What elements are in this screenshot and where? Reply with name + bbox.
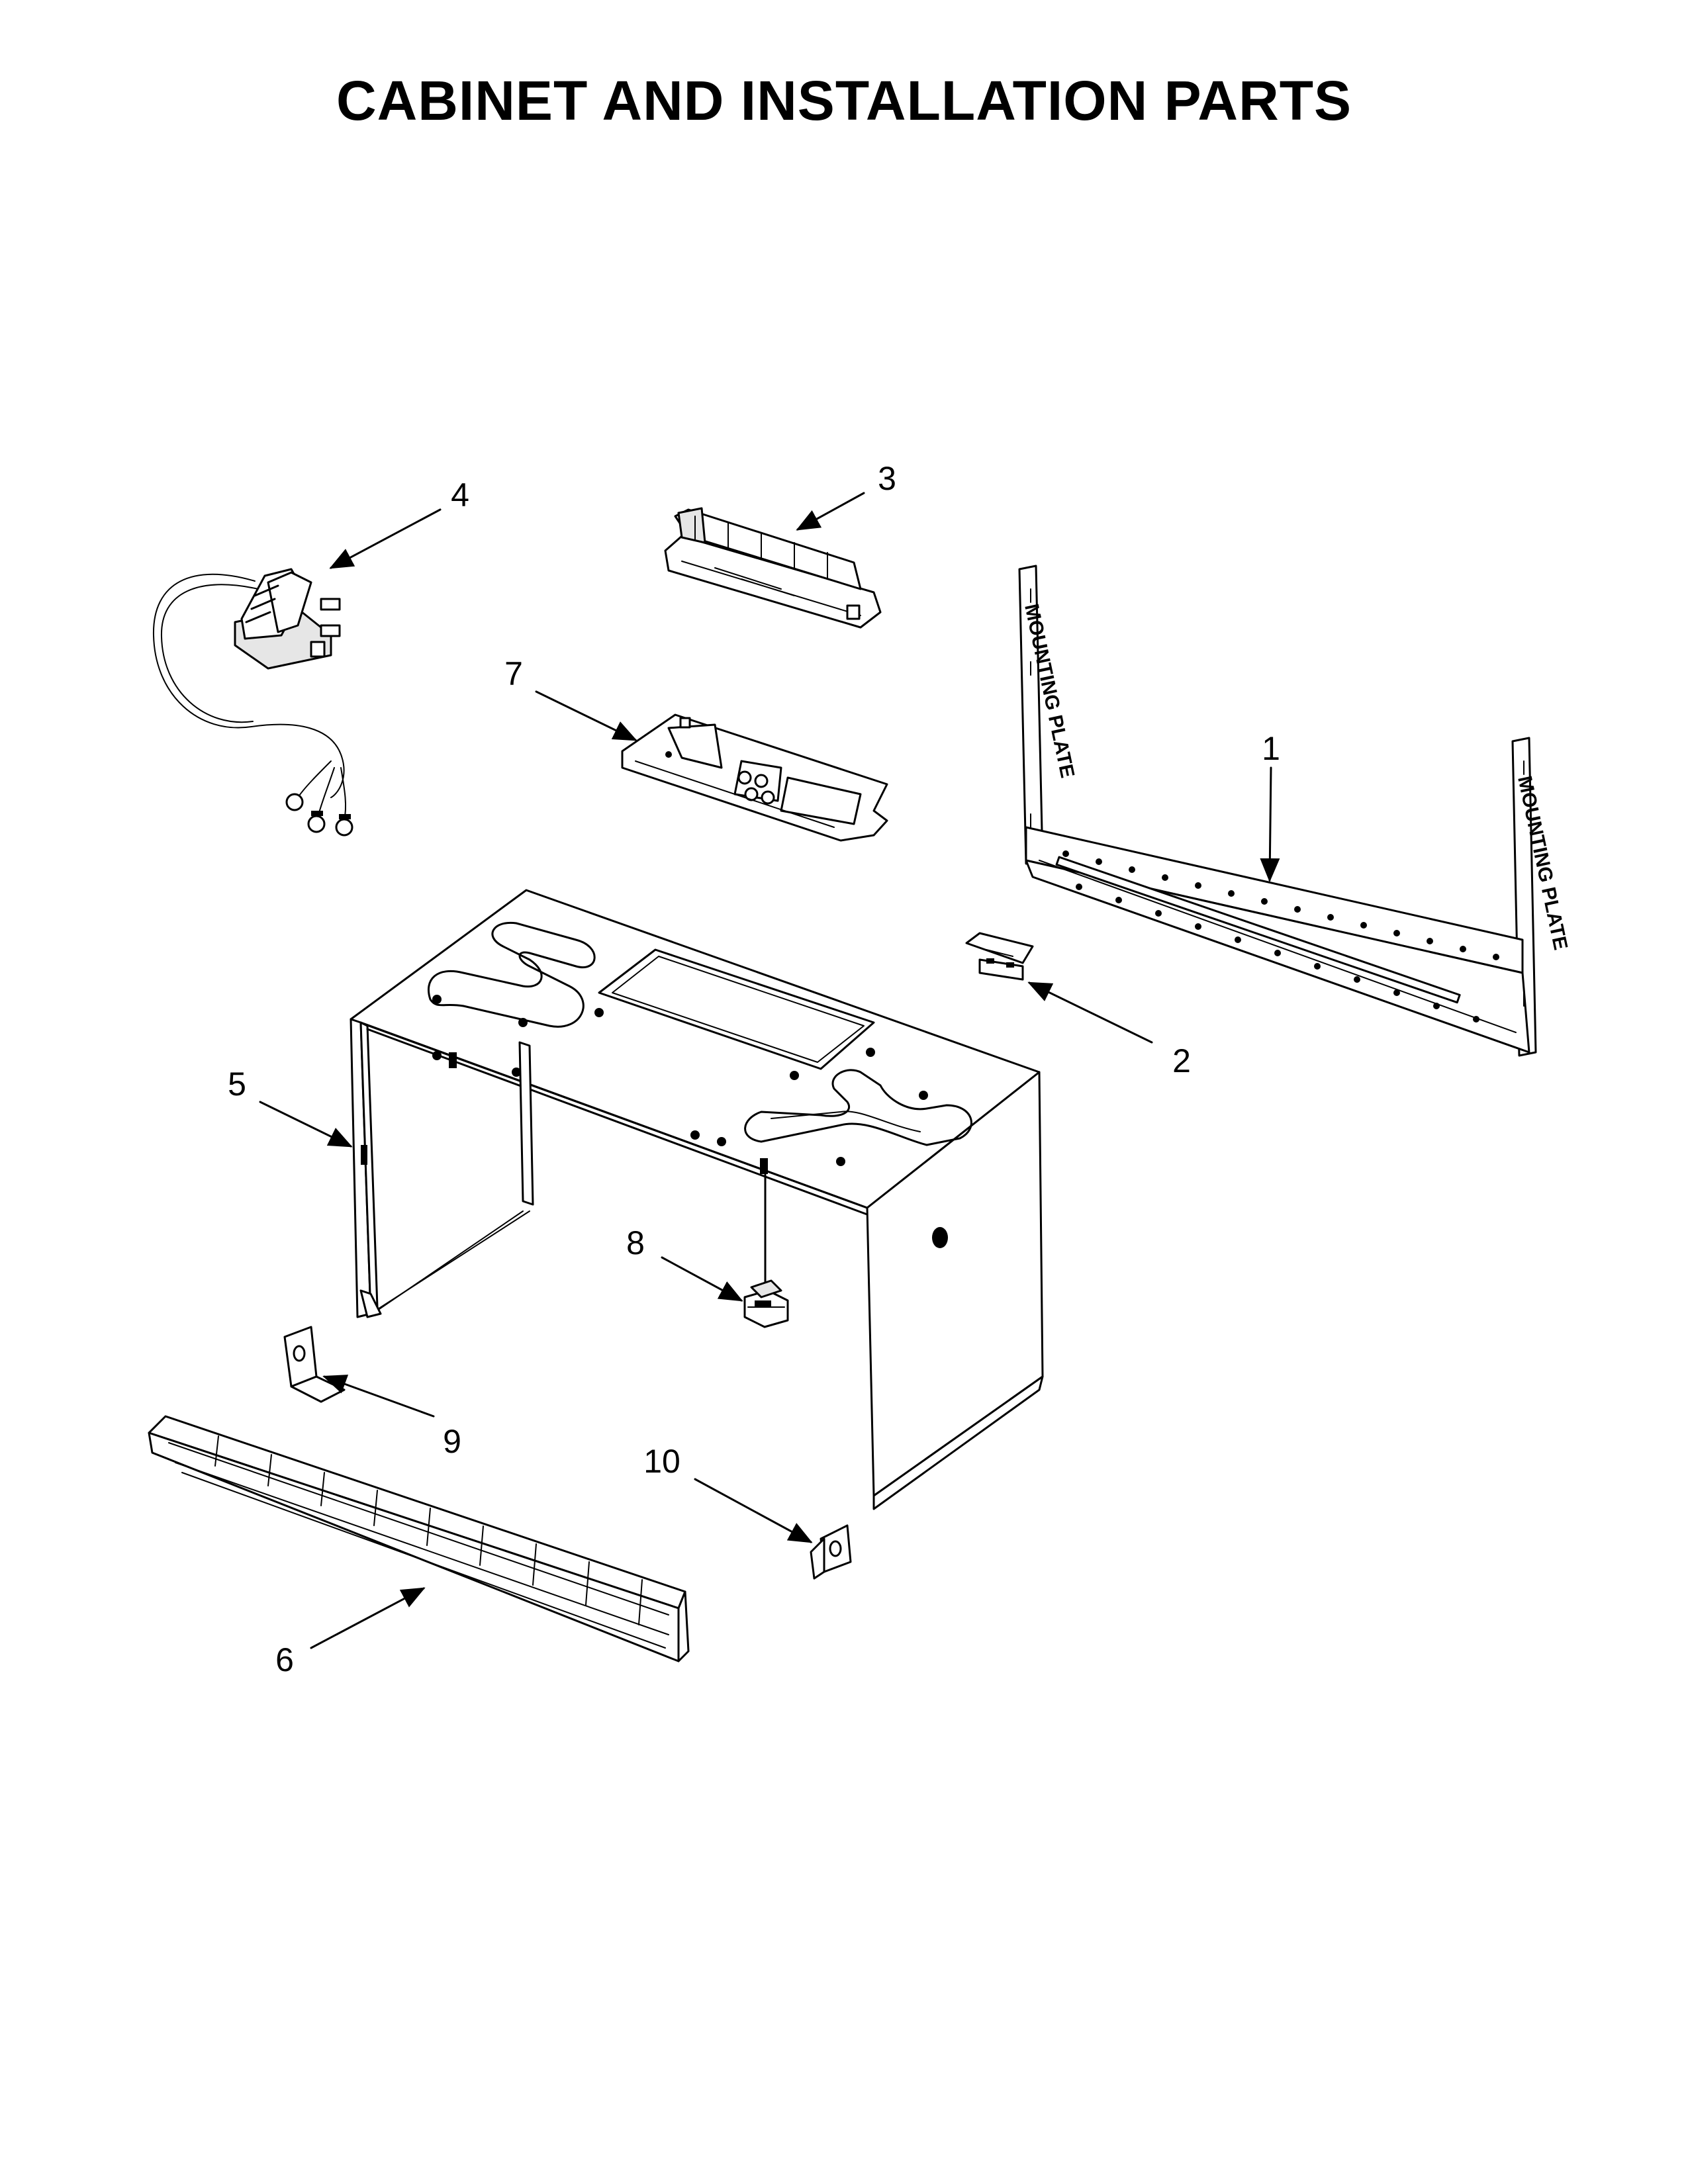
callout-7: 7 — [504, 655, 523, 692]
leader-arrows — [259, 492, 1280, 1649]
control-bracket-part[interactable] — [621, 713, 888, 842]
callout-1: 1 — [1262, 730, 1280, 767]
callout-2: 2 — [1172, 1042, 1191, 1079]
callout-5: 5 — [228, 1066, 246, 1103]
plate-holes — [1062, 850, 1499, 1023]
latch-clip-part[interactable] — [743, 1173, 789, 1328]
cabinet-wrapper-part[interactable] — [350, 889, 1044, 1510]
callout-3: 3 — [878, 460, 896, 497]
callout-6: 6 — [275, 1641, 294, 1678]
callout-10: 10 — [643, 1443, 680, 1480]
left-foot-bracket-part[interactable] — [283, 1326, 346, 1403]
mounting-plate-part[interactable]: MOUNTING PLATE MOUNTING PLATE — [1018, 565, 1571, 1057]
vent-grille-part[interactable] — [148, 1415, 690, 1662]
callout-4: 4 — [451, 477, 469, 514]
callout-8: 8 — [626, 1224, 645, 1261]
right-foot-bracket-part[interactable] — [810, 1524, 852, 1580]
page-title: CABINET AND INSTALLATION PARTS — [336, 69, 1352, 132]
grille-slats — [214, 1435, 643, 1625]
small-bracket-part[interactable] — [965, 932, 1034, 981]
callout-9: 9 — [443, 1423, 461, 1460]
power-cord-part[interactable] — [152, 568, 353, 837]
top-damper-part[interactable] — [664, 507, 882, 629]
